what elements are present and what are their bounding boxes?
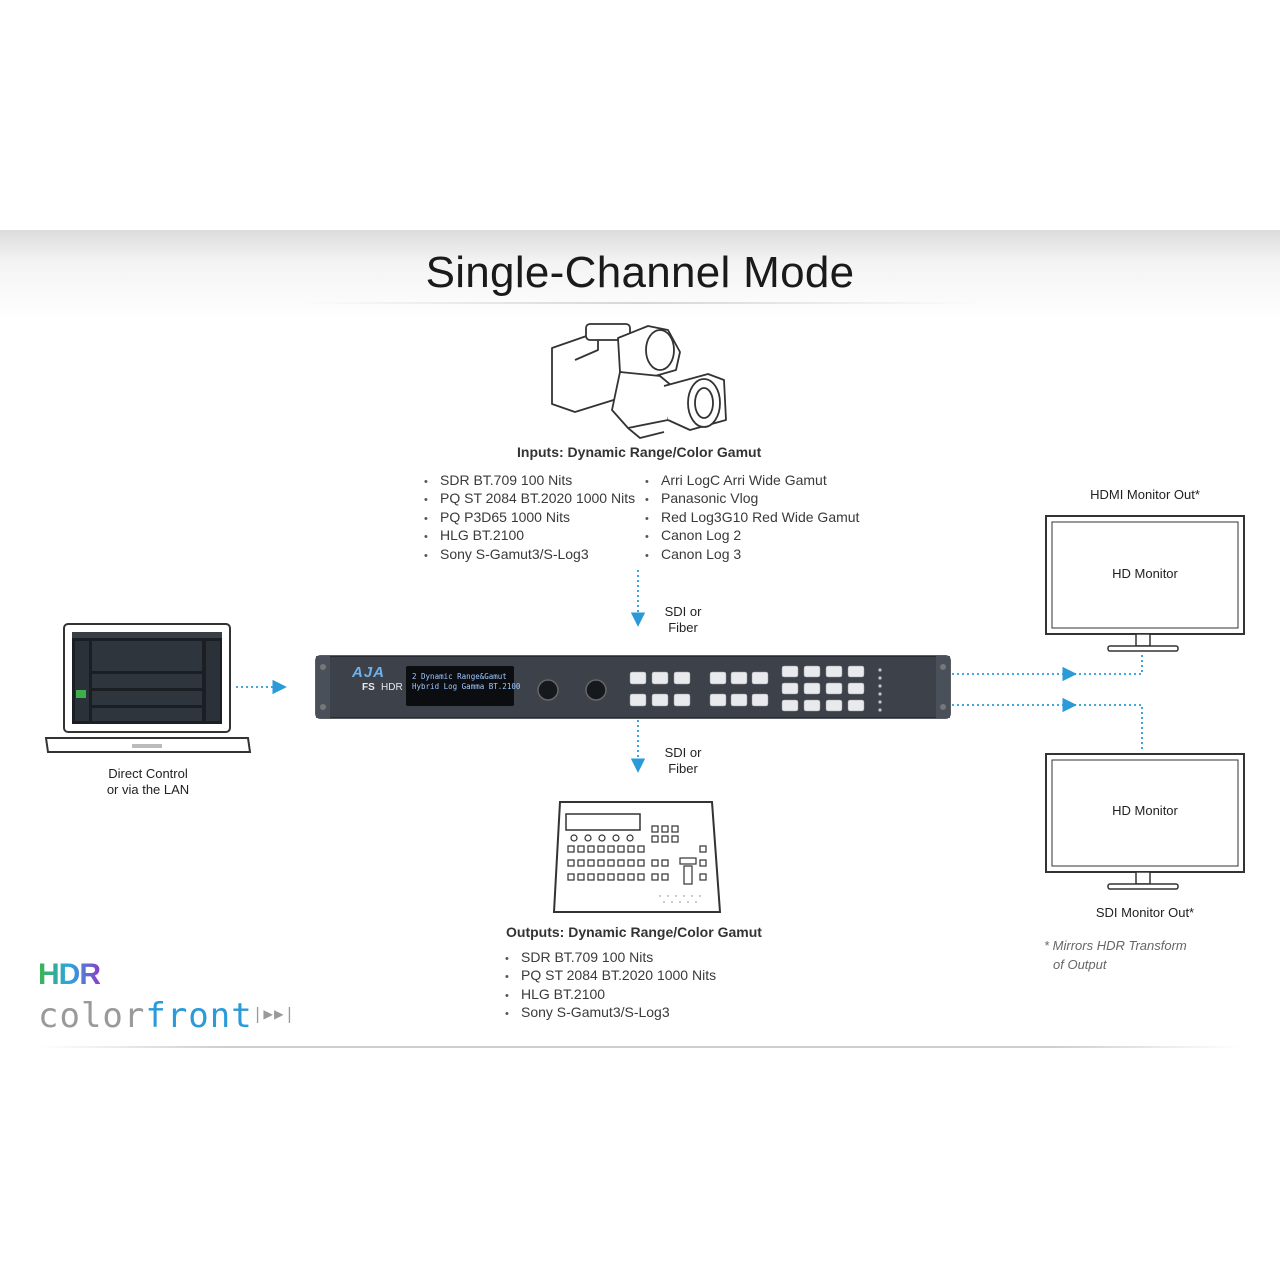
aja-logo: AJA — [352, 664, 386, 681]
list-item: PQ ST 2084 BT.2020 1000 Nits — [505, 966, 716, 984]
device-display: 2 Dynamic Range&Gamut Hybrid Log Gamma B… — [412, 672, 520, 692]
sdi-monitor-heading: SDI Monitor Out* — [1095, 905, 1195, 920]
list-item: Arri LogC Arri Wide Gamut — [645, 471, 859, 489]
page-title: Single-Channel Mode — [425, 248, 855, 297]
sdi-monitor-connector-line — [1074, 704, 1143, 750]
title-divider — [300, 302, 980, 304]
sdi-output-line-1: SDI or — [664, 745, 702, 760]
fs-hdr-device — [315, 655, 951, 719]
sdi-input-line-1: SDI or — [664, 604, 702, 619]
colorfront-logo: colorfront|▶▶| — [38, 996, 295, 1036]
inputs-heading: Inputs: Dynamic Range/Color Gamut — [517, 444, 762, 460]
camera-icon — [551, 323, 727, 439]
list-item: PQ ST 2084 BT.2020 1000 Nits — [424, 489, 635, 507]
hd-monitor-bottom — [1045, 753, 1245, 890]
sdi-output-label: SDI or Fiber — [656, 745, 710, 777]
hdmi-connector-line — [1074, 654, 1143, 675]
mirror-note-line-2: of Output — [1053, 957, 1107, 972]
laptop-icon — [44, 623, 252, 753]
colorfront-logo-front: front — [145, 996, 253, 1036]
list-item: Canon Log 2 — [645, 526, 859, 544]
outputs-list: SDR BT.709 100 Nits PQ ST 2084 BT.2020 1… — [505, 948, 716, 1022]
switcher-panel-icon — [552, 801, 722, 913]
laptop-caption: Direct Control or via the LAN — [88, 766, 208, 798]
mirror-note-line-1: * Mirrors HDR Transform — [1044, 938, 1187, 953]
display-line-1: 2 Dynamic Range&Gamut — [412, 672, 507, 681]
sdi-output-line-2: Fiber — [668, 761, 698, 776]
bottom-divider — [40, 1046, 1240, 1048]
sdi-input-line-2: Fiber — [668, 620, 698, 635]
sdi-input-label: SDI or Fiber — [656, 604, 710, 636]
hd-monitor-top — [1045, 515, 1245, 652]
title-band — [0, 230, 1280, 320]
list-item: HLG BT.2100 — [424, 526, 635, 544]
list-item: HLG BT.2100 — [505, 985, 716, 1003]
laptop-caption-line-1: Direct Control — [108, 766, 188, 781]
inputs-list-right: Arri LogC Arri Wide Gamut Panasonic Vlog… — [645, 471, 859, 563]
device-model-hdr: HDR — [381, 682, 403, 693]
list-item: Sony S-Gamut3/S-Log3 — [505, 1003, 716, 1021]
list-item: Sony S-Gamut3/S-Log3 — [424, 545, 635, 563]
inputs-list-left: SDR BT.709 100 Nits PQ ST 2084 BT.2020 1… — [424, 471, 635, 563]
list-item: SDR BT.709 100 Nits — [424, 471, 635, 489]
laptop-caption-line-2: or via the LAN — [106, 782, 190, 797]
device-model-fs: FS — [362, 682, 375, 693]
colorfront-logo-color: color — [38, 996, 146, 1036]
list-item: Canon Log 3 — [645, 545, 859, 563]
list-item: PQ P3D65 1000 Nits — [424, 508, 635, 526]
list-item: SDR BT.709 100 Nits — [505, 948, 716, 966]
play-arrows-icon: |▶▶| — [252, 1004, 296, 1023]
hd-monitor-bottom-label: HD Monitor — [1112, 803, 1178, 818]
mirror-note: * Mirrors HDR Transform of Output — [1044, 936, 1224, 974]
list-item: Panasonic Vlog — [645, 489, 859, 507]
list-item: Red Log3G10 Red Wide Gamut — [645, 508, 859, 526]
outputs-heading: Outputs: Dynamic Range/Color Gamut — [506, 924, 762, 940]
hdr-logo: HDR — [38, 958, 101, 991]
hdmi-monitor-heading: HDMI Monitor Out* — [1090, 487, 1200, 502]
display-line-2: Hybrid Log Gamma BT.2100 — [412, 682, 521, 691]
hd-monitor-top-label: HD Monitor — [1112, 566, 1178, 581]
